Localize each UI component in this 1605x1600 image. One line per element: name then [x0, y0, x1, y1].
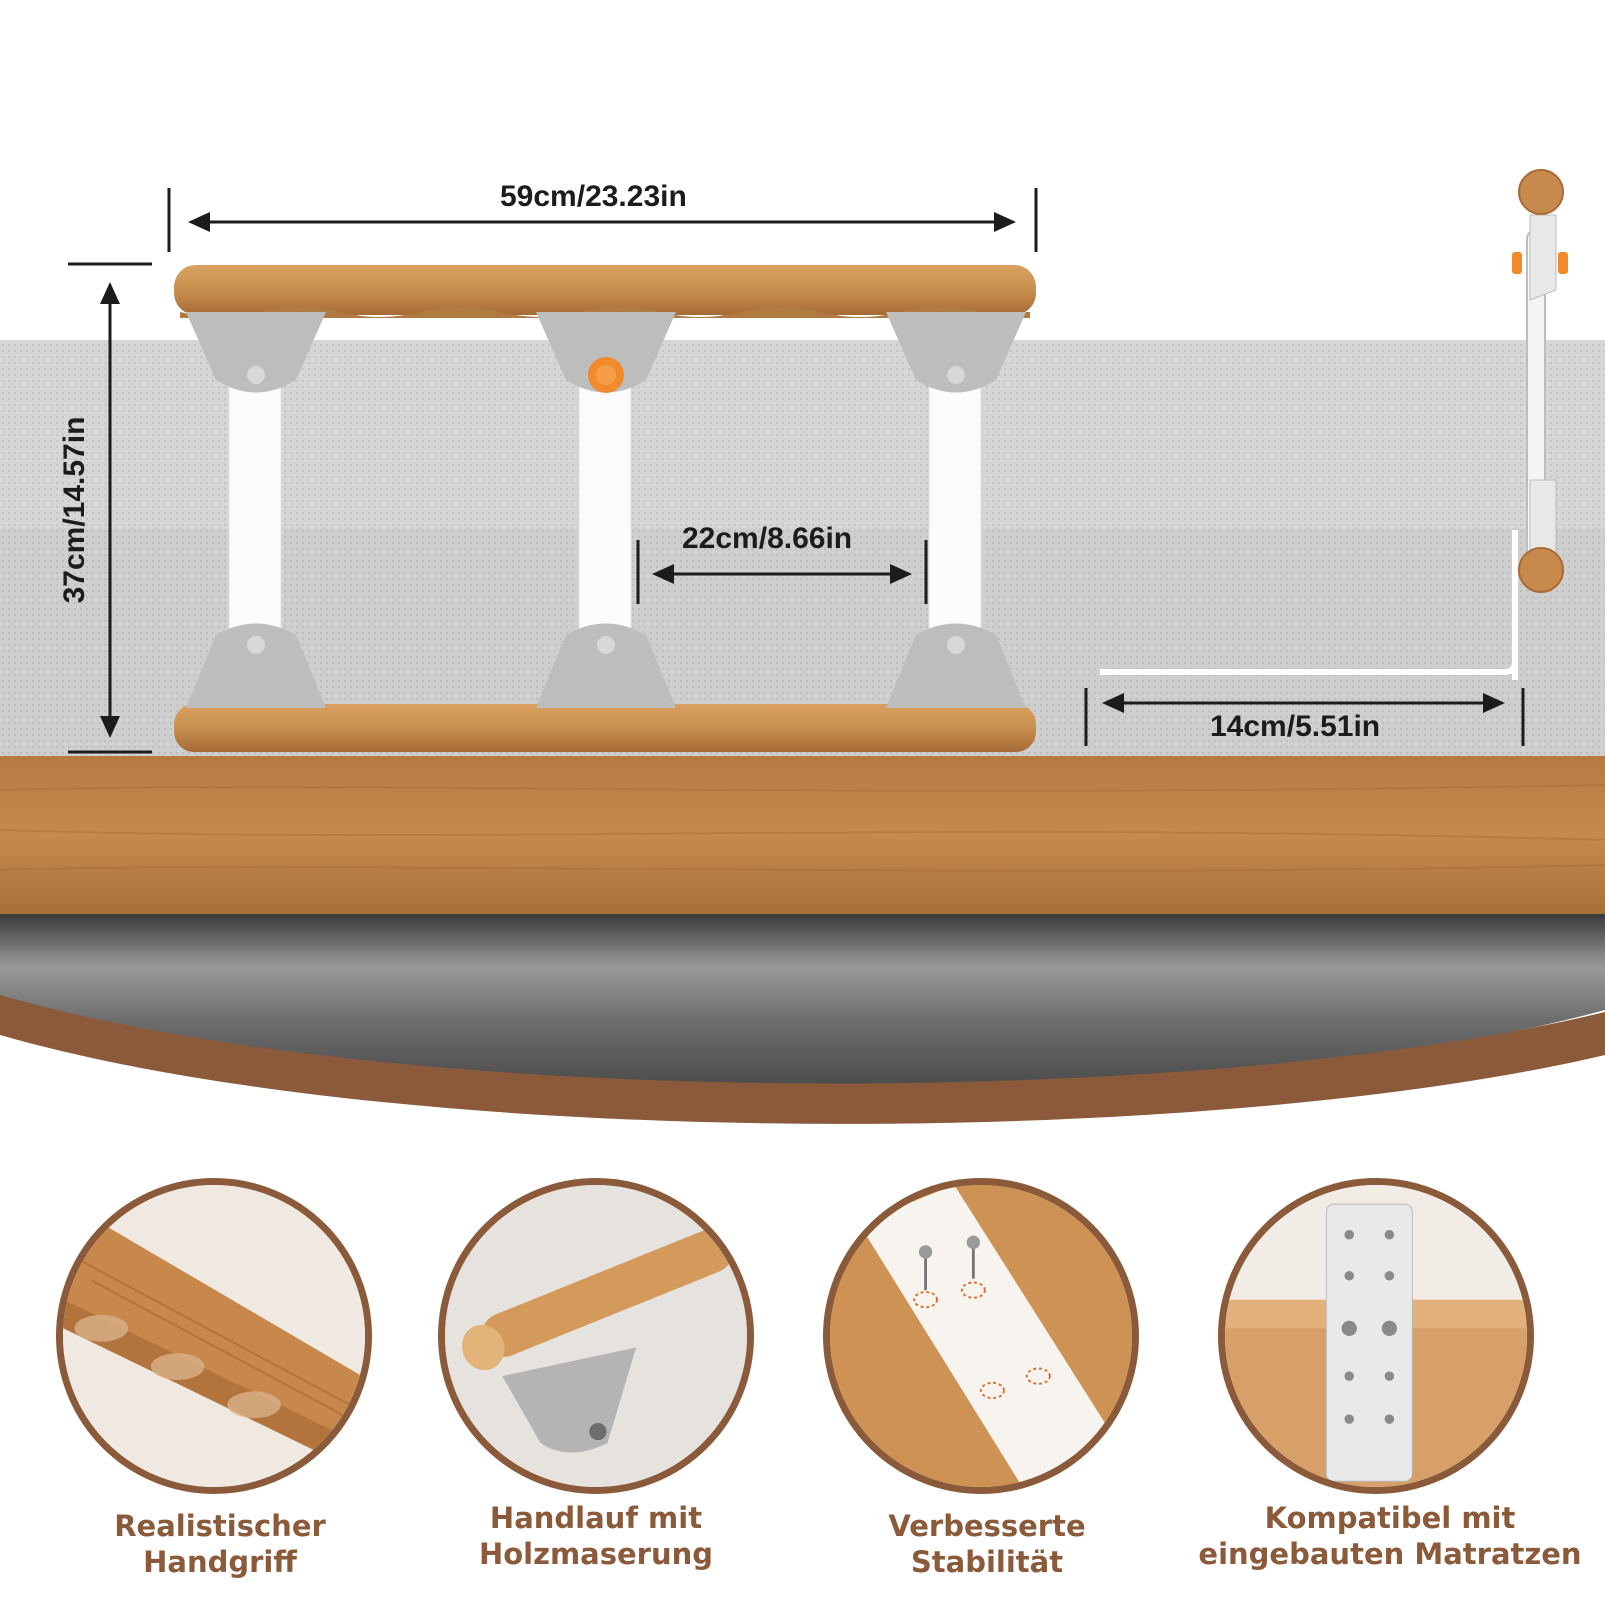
caption-line: Realistischer — [114, 1509, 326, 1543]
gap-label: 22cm/8.66in — [682, 522, 853, 555]
caption-line: Kompatibel mit — [1264, 1501, 1516, 1535]
caption-line: Holzmaserung — [478, 1537, 714, 1571]
post-right — [886, 312, 1026, 708]
bottom-bar — [174, 704, 1036, 752]
feature-image-woodgrain — [438, 1178, 754, 1494]
post-left — [186, 312, 326, 708]
feature-caption-stability: Verbesserte Stabilität — [807, 1508, 1167, 1580]
base-curve — [0, 995, 1605, 1124]
depth-label: 14cm/5.51in — [1210, 710, 1381, 743]
caption-line: Handlauf mit — [489, 1501, 703, 1535]
gap-dimension — [636, 540, 928, 604]
bed-underside — [0, 914, 1605, 1092]
caption-line: Stabilität — [910, 1545, 1064, 1579]
height-dimension — [68, 262, 152, 754]
caption-line: Verbesserte — [888, 1509, 1086, 1543]
feature-image-handgrip — [56, 1178, 372, 1494]
top-handrail — [174, 265, 1036, 315]
height-label: 37cm/14.57in — [58, 416, 91, 604]
feature-caption-mattress: Kompatibel mit eingebauten Matratzen — [1190, 1500, 1590, 1572]
feature-image-mattress — [1218, 1178, 1534, 1494]
post-middle — [536, 312, 676, 708]
width-dimension — [167, 188, 1038, 252]
bed-frame — [0, 756, 1605, 914]
depth-dimension — [1084, 688, 1525, 746]
feature-caption-handgrip: Realistischer Handgriff — [40, 1508, 400, 1580]
wood-grain — [0, 784, 1605, 872]
feature-image-stability — [823, 1178, 1139, 1494]
width-label: 59cm/23.23in — [500, 180, 687, 213]
caption-line: eingebauten Matratzen — [1198, 1537, 1582, 1571]
side-view-rail — [1100, 169, 1568, 680]
caption-line: Handgriff — [143, 1545, 297, 1579]
feature-caption-woodgrain: Handlauf mit Holzmaserung — [416, 1500, 776, 1572]
product-scene — [0, 169, 1605, 1124]
